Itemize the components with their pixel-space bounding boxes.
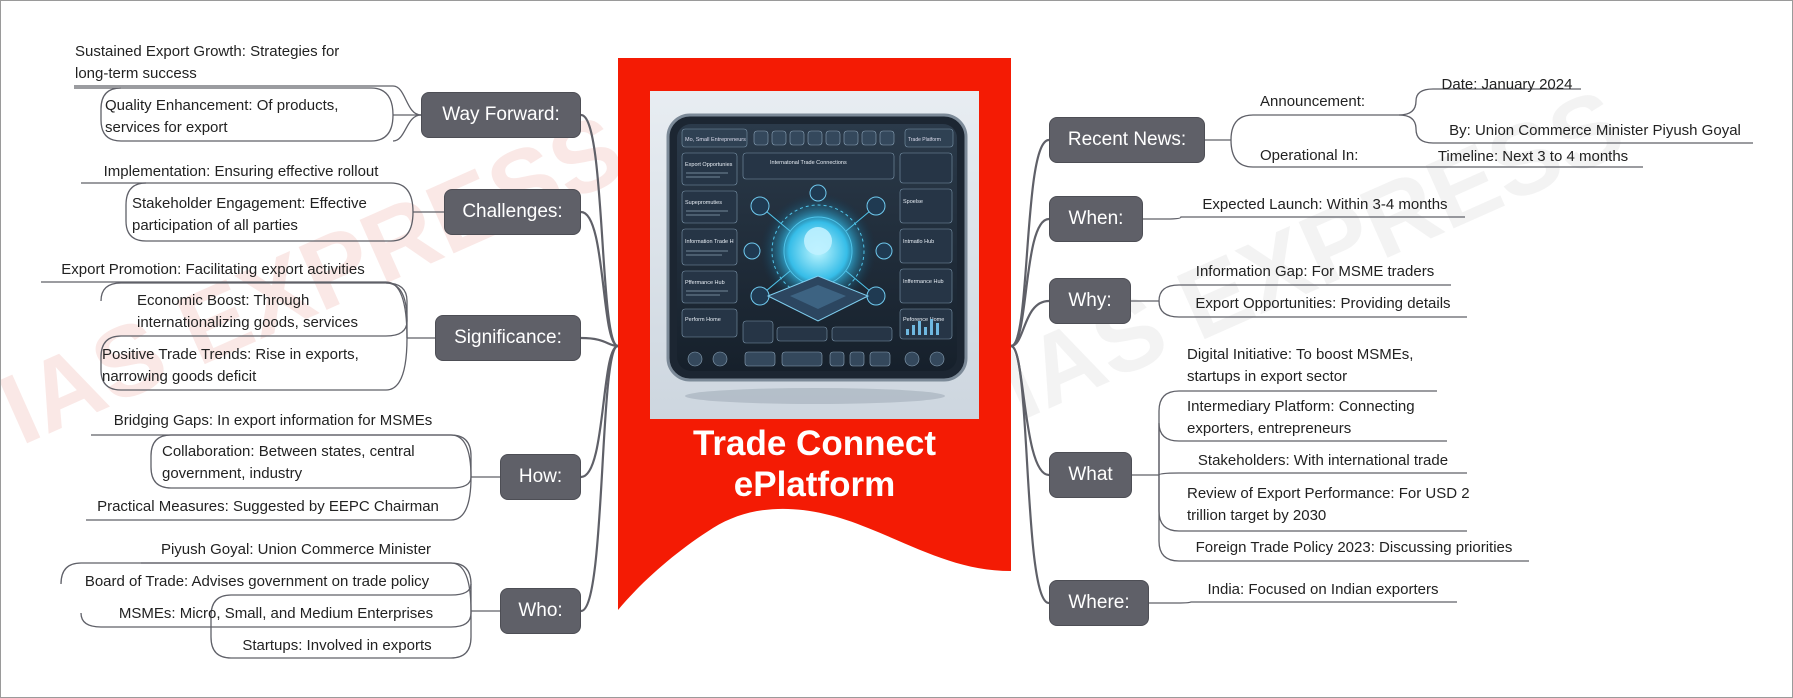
- leaf-piyush-goyal: Piyush Goyal: Union Commerce Minister: [160, 541, 432, 558]
- leaf-date: Date: January 2024: [1441, 76, 1573, 93]
- central-image: Mo, Small Entrepreneurs Trade Platform: [650, 91, 979, 419]
- node-way-forward[interactable]: Way Forward:: [421, 92, 581, 138]
- svg-text:Pffermance Hub: Pffermance Hub: [685, 280, 725, 286]
- leaf-implementation: Implementation: Ensuring effective rollo…: [103, 163, 379, 180]
- leaf-quality-enhancement: Quality Enhancement: Of products, servic…: [105, 97, 339, 136]
- leaf-board-of-trade: Board of Trade: Advises government on tr…: [84, 573, 430, 590]
- node-what[interactable]: What: [1049, 452, 1132, 498]
- label-announcement: Announcement:: [1260, 93, 1366, 110]
- leaf-stakeholder-engagement: Stakeholder Engagement: Effective partic…: [132, 195, 367, 234]
- leaf-economic-boost: Economic Boost: Through internationalizi…: [137, 292, 358, 331]
- svg-text:Perform Home: Perform Home: [685, 317, 721, 323]
- node-why[interactable]: Why:: [1049, 278, 1131, 324]
- leaf-by-minister: By: Union Commerce Minister Piyush Goyal: [1449, 122, 1741, 139]
- svg-text:Inffermance Hub: Inffermance Hub: [903, 279, 944, 285]
- leaf-foreign-trade-policy: Foreign Trade Policy 2023: Discussing pr…: [1195, 539, 1513, 556]
- svg-text:Peforence Home: Peforence Home: [903, 317, 944, 323]
- trade-platform-illustration: Mo, Small Entrepreneurs Trade Platform: [650, 91, 979, 419]
- node-how[interactable]: How:: [500, 454, 581, 500]
- svg-text:Spoelse: Spoelse: [903, 199, 923, 205]
- leaf-bridging-gaps: Bridging Gaps: In export information for…: [113, 412, 433, 429]
- svg-text:Export Opportunies: Export Opportunies: [685, 162, 733, 168]
- leaf-stakeholders: Stakeholders: With international trade: [1197, 452, 1449, 469]
- leaf-collaboration: Collaboration: Between states, central g…: [162, 443, 415, 482]
- leaf-digital-initiative: Digital Initiative: To boost MSMEs, star…: [1187, 346, 1414, 385]
- leaf-sustained-export-growth: Sustained Export Growth: Strategies for …: [75, 43, 340, 82]
- central-title: Trade Connect ePlatform: [618, 423, 1011, 505]
- svg-text:Mo, Small Entrepreneurs: Mo, Small Entrepreneurs: [685, 137, 746, 143]
- leaf-information-gap: Information Gap: For MSME traders: [1195, 263, 1435, 280]
- svg-text:Intmatlo Hub: Intmatlo Hub: [903, 239, 934, 245]
- leaf-startups: Startups: Involved in exports: [242, 637, 432, 654]
- svg-text:Internatonal Trade Connections: Internatonal Trade Connections: [770, 160, 847, 166]
- leaf-expected-launch: Expected Launch: Within 3-4 months: [1202, 196, 1448, 213]
- node-when[interactable]: When:: [1049, 196, 1143, 242]
- leaf-review-export-performance: Review of Export Performance: For USD 2 …: [1187, 485, 1470, 524]
- central-title-line-2: ePlatform: [733, 465, 896, 504]
- svg-text:Trade Platform: Trade Platform: [908, 137, 941, 143]
- central-topic: Mo, Small Entrepreneurs Trade Platform: [618, 58, 1011, 610]
- node-recent-news[interactable]: Recent News:: [1049, 117, 1205, 163]
- node-significance[interactable]: Significance:: [435, 315, 581, 361]
- leaf-timeline: Timeline: Next 3 to 4 months: [1437, 148, 1629, 165]
- node-challenges[interactable]: Challenges:: [444, 189, 581, 235]
- svg-text:Supepromuties: Supepromuties: [685, 200, 722, 206]
- leaf-practical-measures: Practical Measures: Suggested by EEPC Ch…: [97, 498, 439, 515]
- svg-text:Information Trade H: Information Trade H: [685, 239, 734, 245]
- leaf-india: India: Focused on Indian exporters: [1207, 581, 1439, 598]
- node-where[interactable]: Where:: [1049, 580, 1149, 626]
- leaf-export-opportunities: Export Opportunities: Providing details: [1195, 295, 1451, 312]
- label-operational-in: Operational In:: [1260, 147, 1359, 164]
- leaf-positive-trade-trends: Positive Trade Trends: Rise in exports, …: [102, 346, 359, 385]
- leaf-export-promotion: Export Promotion: Facilitating export ac…: [61, 261, 365, 278]
- node-who[interactable]: Who:: [500, 588, 581, 634]
- leaf-intermediary-platform: Intermediary Platform: Connecting export…: [1187, 398, 1415, 437]
- leaf-msmes: MSMEs: Micro, Small, and Medium Enterpri…: [118, 605, 434, 622]
- central-title-line-1: Trade Connect: [692, 424, 937, 463]
